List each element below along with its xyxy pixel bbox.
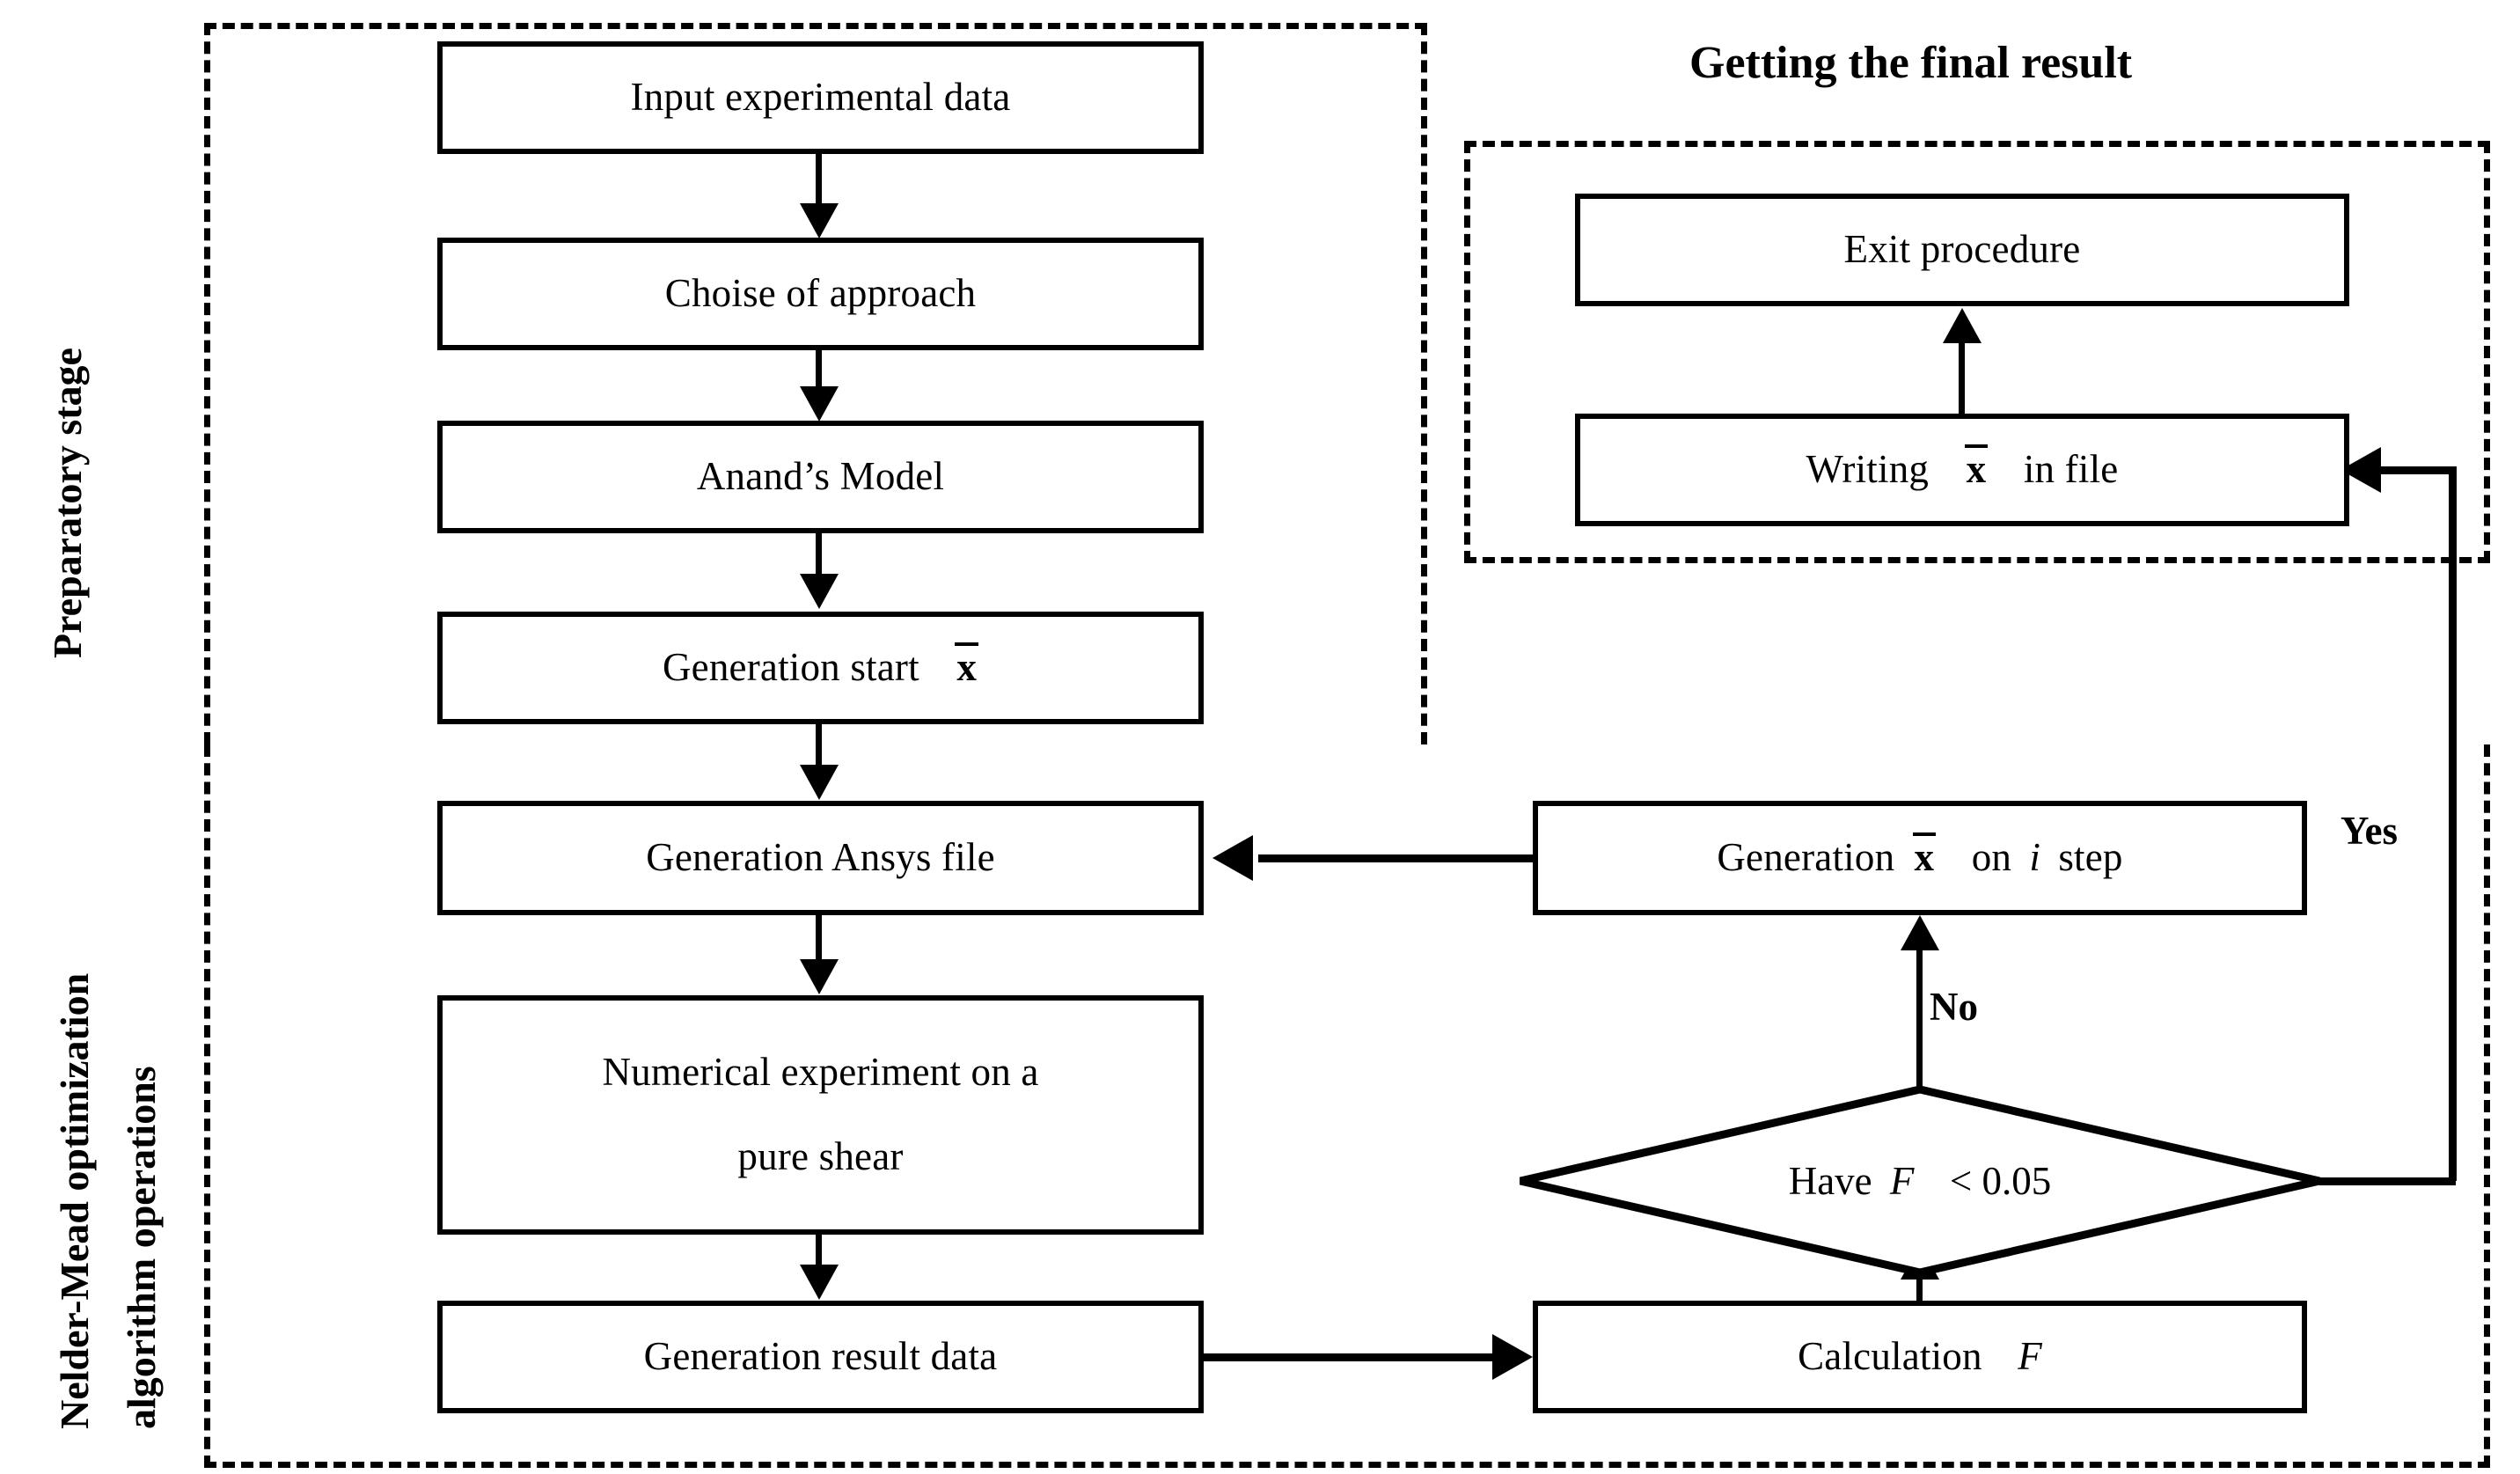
arrowhead-down: [800, 765, 839, 800]
x-bar-symbol: x: [955, 642, 978, 690]
node-exit-procedure[interactable]: Exit procedure: [1575, 194, 2349, 306]
arrowhead-down: [800, 574, 839, 609]
side-label-preparatory-stage: Preparatory stage: [45, 348, 90, 658]
edge-label-yes: Yes: [2341, 809, 2398, 853]
node-label: Exit procedure: [1843, 227, 2081, 272]
node-label-line1: Numerical experiment on a: [602, 1050, 1039, 1095]
connector-choice-to-anand: [816, 350, 822, 390]
connector-result-to-calculation: [1204, 1353, 1498, 1361]
node-label: Choise of approach: [664, 271, 977, 316]
side-label-nelder-mead-line2: algorithm operations: [119, 1066, 164, 1429]
node-writing-x-in-file[interactable]: Writing x in file: [1575, 414, 2349, 526]
node-calculation-f[interactable]: Calculation F: [1533, 1301, 2307, 1413]
arrowhead-down: [800, 203, 839, 238]
node-generation-result-data[interactable]: Generation result data: [437, 1301, 1204, 1413]
objective-function-symbol: F: [2018, 1334, 2042, 1379]
region-final-result: [1464, 141, 2490, 563]
region-nelder-mead: [204, 744, 2490, 1468]
node-input-experimental-data[interactable]: Input experimental data: [437, 41, 1204, 154]
arrowhead-up: [1943, 308, 1982, 343]
connector-numerical-to-result: [816, 1235, 822, 1270]
connector-anand-to-generation-start: [816, 533, 822, 577]
node-choice-of-approach[interactable]: Choise of approach: [437, 238, 1204, 350]
node-label-prefix: Calculation: [1798, 1334, 1982, 1379]
node-label-mid: on: [1971, 835, 2012, 880]
arrowhead-right: [1492, 1334, 1533, 1380]
node-label: Input experimental data: [630, 75, 1011, 120]
x-bar-symbol: x: [1964, 444, 1989, 492]
connector-decision-yes-horizontal: [2319, 1177, 2456, 1185]
node-label-index: i: [2029, 835, 2041, 880]
node-label-line2: pure shear: [737, 1134, 904, 1179]
node-label-suffix: in file: [2023, 447, 2119, 492]
node-anands-model[interactable]: Anand’s Model: [437, 421, 1204, 533]
connector-yes-to-writing: [2376, 466, 2457, 474]
side-label-nelder-mead-line1: Nelder-Mead optimization: [52, 972, 97, 1429]
node-label: Generation result data: [643, 1334, 998, 1379]
connector-input-to-choice: [816, 154, 822, 207]
node-generation-ansys-file[interactable]: Generation Ansys file: [437, 801, 1204, 915]
node-label: Anand’s Model: [696, 454, 945, 499]
edge-label-no: No: [1930, 985, 1978, 1029]
node-generation-start[interactable]: Generation start x: [437, 612, 1204, 724]
arrowhead-down: [800, 959, 839, 994]
x-bar-symbol: x: [1912, 832, 1936, 880]
node-label: Calculation F: [1538, 1336, 2302, 1377]
node-label-prefix: Generation: [1717, 835, 1895, 880]
node-label-prefix: Writing: [1806, 447, 1930, 492]
connector-generation-step-to-ansys: [1258, 854, 1540, 862]
connector-yes-vertical: [2449, 466, 2457, 1181]
page-title: Getting the final result: [1689, 38, 2133, 88]
connector-writing-to-exit: [1959, 343, 1965, 414]
node-numerical-experiment[interactable]: Numerical experiment on a pure shear: [437, 995, 1204, 1235]
arrowhead-down: [800, 386, 839, 422]
arrowhead-up: [1901, 915, 1939, 950]
node-label: Generation Ansys file: [646, 835, 995, 880]
node-label: Generation start x: [443, 642, 1198, 690]
connector-generation-start-to-ansys: [816, 724, 822, 768]
node-label-suffix: step: [2058, 835, 2123, 880]
connector-calculation-to-decision: [1916, 1278, 1923, 1304]
arrowhead-left: [1212, 835, 1253, 881]
connector-ansys-to-numerical: [816, 915, 822, 961]
arrowhead-down: [800, 1265, 839, 1300]
connector-decision-no-to-generation-step: [1916, 933, 1923, 1093]
node-label: Writing x in file: [1580, 444, 2344, 492]
region-preparatory-stage: [204, 23, 1427, 744]
node-label-text: Generation start: [662, 645, 919, 690]
